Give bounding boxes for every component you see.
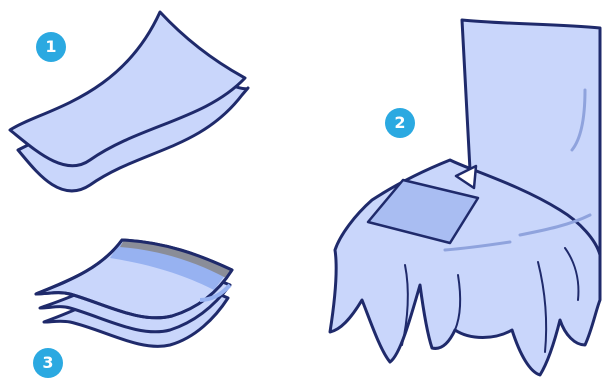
step-3-badge: 3 [33, 348, 63, 378]
draped-chair-illustration [330, 20, 600, 375]
sheet-stack-illustration [36, 240, 232, 346]
step-1-badge: 1 [36, 32, 66, 62]
step-2-badge: 2 [385, 108, 415, 138]
